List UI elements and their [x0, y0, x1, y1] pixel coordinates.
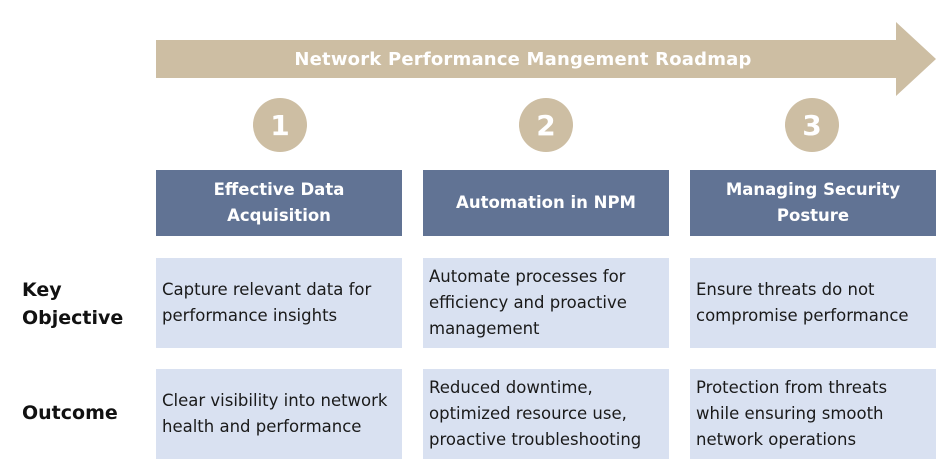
key-objective-cell-1: Capture relevant data for performance in…	[156, 258, 402, 348]
step-header-3: Managing Security Posture	[690, 170, 936, 236]
step-title-2: Automation in NPM	[456, 193, 636, 212]
outcome-text-3: Protection from threats while ensuring s…	[696, 378, 888, 449]
outcome-cell-2: Reduced downtime, optimized resource use…	[423, 369, 669, 459]
roadmap-title: Network Performance Mangement Roadmap	[294, 48, 752, 70]
outcome-text-1: Clear visibility into network health and…	[162, 391, 388, 436]
outcome-label: Outcome	[22, 402, 118, 424]
outcome-cell-1: Clear visibility into network health and…	[156, 369, 402, 459]
key-objective-cell-3: Ensure threats do not compromise perform…	[690, 258, 936, 348]
roadmap-arrow	[156, 22, 936, 96]
step-number-3: 3	[785, 98, 839, 152]
outcome-cell-3: Protection from threats while ensuring s…	[690, 369, 936, 459]
step-number-1: 1	[253, 98, 307, 152]
key-objective-text-3: Ensure threats do not compromise perform…	[696, 280, 909, 325]
key-objective-label: Key Objective	[22, 279, 124, 329]
key-objective-text-2: Automate processes for efficiency and pr…	[429, 267, 627, 338]
key-objective-cell-2: Automate processes for efficiency and pr…	[423, 258, 669, 348]
step-number-2: 2	[519, 98, 573, 152]
step-title-3: Managing Security Posture	[725, 180, 901, 225]
step-header-1: Effective Data Acquisition	[156, 170, 402, 236]
key-objective-text-1: Capture relevant data for performance in…	[162, 280, 372, 325]
outcome-text-2: Reduced downtime, optimized resource use…	[429, 378, 642, 449]
step-title-1: Effective Data Acquisition	[213, 180, 345, 225]
step-header-2: Automation in NPM	[423, 170, 669, 236]
